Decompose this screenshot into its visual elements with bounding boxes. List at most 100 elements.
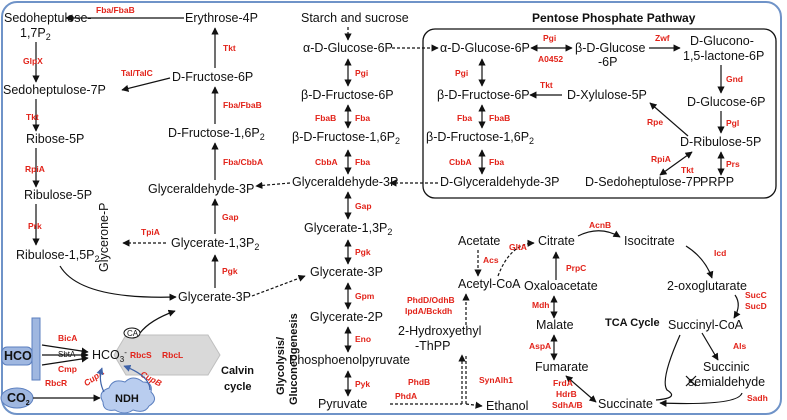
met-b-d-fructose-6p: β-D-Fructose-6P xyxy=(301,88,394,102)
enz-pgi-ppp-top: Pgi xyxy=(543,33,556,43)
enz-fba-fbab-left: Fba/FbaB xyxy=(223,100,262,110)
enz-tkt-ppp1: Tkt xyxy=(540,80,553,90)
met-glycerate-3p-mid: Glycerate-3P xyxy=(310,265,383,279)
met-ribose-5p: Ribose-5P xyxy=(26,132,84,146)
enz-a0452: A0452 xyxy=(538,54,563,64)
enz-rbcs: RbcS xyxy=(130,350,152,360)
enz-als: Als xyxy=(733,341,747,351)
arrow-to-ethanol xyxy=(465,401,483,409)
enz-prpc: PrpC xyxy=(566,263,586,273)
met-glycerate-2p: Glycerate-2P xyxy=(310,310,383,324)
label-calvin-cycle-l1: Calvin xyxy=(221,365,254,377)
met-sedoheptulose-17p2-line2: 1,7P2 xyxy=(20,26,51,42)
enz-phda: PhdA xyxy=(395,391,417,401)
arrow-ribulose5p-sedo7p xyxy=(659,151,693,176)
enz-sadh: Sadh xyxy=(747,393,768,403)
enz-bica: BicA xyxy=(58,333,77,343)
enz-cbba-ppp: CbbA xyxy=(449,157,472,167)
label-tca-cycle: TCA Cycle xyxy=(605,317,660,329)
enz-prk: Prk xyxy=(28,221,42,231)
membrane-bar xyxy=(31,317,41,381)
arrow-gap-mid-to-left xyxy=(255,181,291,190)
met-ppp-b-d-fructose-6p: β-D-Fructose-6P xyxy=(437,88,530,102)
arrow-2og-sucsa xyxy=(701,332,719,361)
met-ribulose-5p: Ribulose-5P xyxy=(24,188,92,202)
arrow-fru6p-to-sedo7 xyxy=(121,77,171,92)
enz-fba-cbba: Fba/CbbA xyxy=(223,157,263,167)
met-acetyl-coa: Acetyl-CoA xyxy=(458,277,521,291)
enz-sdha-b: SdhA/B xyxy=(552,400,583,410)
enz-fbab-mid: FbaB xyxy=(315,113,336,123)
met-glyceraldehyde-3p-left: Glyceraldehyde-3P xyxy=(148,182,254,196)
met-ppp-a-d-glucose-6p: α-D-Glucose-6P xyxy=(440,41,530,55)
arrow-cupa xyxy=(96,367,105,393)
enz-rpia-ppp: RpiA xyxy=(651,154,671,164)
arrow-succinylcoa-succinate xyxy=(655,334,681,401)
arrow-acetylcoa-citrate xyxy=(497,239,535,277)
figure-frame xyxy=(1,1,782,415)
enz-cupa: CupA xyxy=(82,367,106,388)
enz-tal-talc: Tal/TalC xyxy=(121,68,153,78)
label-glycolysis-line1: Glycolysis/ xyxy=(275,337,287,395)
met-glycerone-p: Glycerone-P xyxy=(97,203,111,272)
met-succinate: Succinate xyxy=(598,397,653,411)
met-prpp: PRPP xyxy=(700,175,734,189)
arrow-bica xyxy=(41,344,89,355)
enz-rpe: Rpe xyxy=(647,117,663,127)
enz-icd: Icd xyxy=(714,248,726,258)
met-glycerate-13p2-mid: Glycerate-1,3P2 xyxy=(304,221,392,237)
met-d-glucono-l2: 1,5-lactone-6P xyxy=(683,49,764,63)
enz-gpm: Gpm xyxy=(355,291,375,301)
enz-pgk-mid: Pgk xyxy=(355,247,371,257)
enz-rpia-left: RpiA xyxy=(25,164,45,174)
met-d-xylulose-5p: D-Xylulose-5P xyxy=(567,88,647,102)
met-d-glyceraldehyde-3p: D-Glyceraldehyde-3P xyxy=(440,175,560,189)
arrow-isocitrate-2og xyxy=(685,245,714,279)
blocked-mark-b xyxy=(685,375,697,387)
met-succinic-l1: Succinic xyxy=(703,360,750,374)
met-d-glucose-6p: D-Glucose-6P xyxy=(687,95,766,109)
ndh-cloud xyxy=(100,377,155,414)
enz-sucd: SucD xyxy=(745,301,767,311)
met-d-ribulose-5p: D-Ribulose-5P xyxy=(680,135,761,149)
met-starch-sucrose: Starch and sucrose xyxy=(301,11,409,25)
met-sedoheptulose-7p: Sedoheptulose-7P xyxy=(3,83,106,97)
enz-frda: FrdA xyxy=(553,378,573,388)
arrow-cupb xyxy=(123,364,151,391)
enz-fba-ppp: Fba xyxy=(457,113,472,123)
met-ppp-b-d-glucose-6p-l1: β-D-Glucose xyxy=(575,41,645,55)
met-erythrose-4p: Erythrose-4P xyxy=(185,11,258,25)
enz-synalh1: SynAlh1 xyxy=(479,375,513,385)
enz-glta: GltA xyxy=(509,242,527,252)
enz-gap-mid: Gap xyxy=(355,201,372,211)
enz-cbba-mid: CbbA xyxy=(315,157,338,167)
arrow-2og-succinylcoa xyxy=(733,294,741,319)
enz-acs: Acs xyxy=(483,255,499,265)
ppp-title: Pentose Phosphate Pathway xyxy=(532,11,696,25)
met-acetate: Acetate xyxy=(458,234,500,248)
met-oxaloacetate: Oxaloacetate xyxy=(524,279,598,293)
label-calvin-cycle-l2: cycle xyxy=(224,381,252,393)
met-pep: Phosphoenolpyruvate xyxy=(289,353,410,367)
met-succinyl-coa: Succinyl-CoA xyxy=(668,318,744,332)
enz-fba-ppp2: Fba xyxy=(489,157,504,167)
enz-phdd-odhb: PhdD/OdhB xyxy=(407,295,455,305)
arrow-citrate-isocitrate xyxy=(577,230,621,238)
enz-ipda-bckdh: IpdA/Bckdh xyxy=(405,306,452,316)
met-citrate: Citrate xyxy=(538,234,575,248)
met-ca: CA xyxy=(127,329,139,338)
enz-gnd: Gnd xyxy=(726,74,743,84)
enz-tkt-left2: Tkt xyxy=(26,112,39,122)
met-co2: CO2 xyxy=(7,391,30,407)
arrow-succinate-fumarate xyxy=(565,375,597,403)
arrow-ca xyxy=(139,309,176,334)
enz-rbcl: RbcL xyxy=(162,350,183,360)
enz-glpx: GlpX xyxy=(23,56,43,66)
met-d-fructose-16p2: D-Fructose-1,6P2 xyxy=(168,126,265,142)
enz-pyk: Pyk xyxy=(355,379,370,389)
met-ribulose-15p2: Ribulose-1,5P2 xyxy=(16,248,100,264)
enz-prs: Prs xyxy=(726,159,740,169)
met-d-fructose-6p: D-Fructose-6P xyxy=(172,70,253,84)
enz-hdrb: HdrB xyxy=(556,389,577,399)
